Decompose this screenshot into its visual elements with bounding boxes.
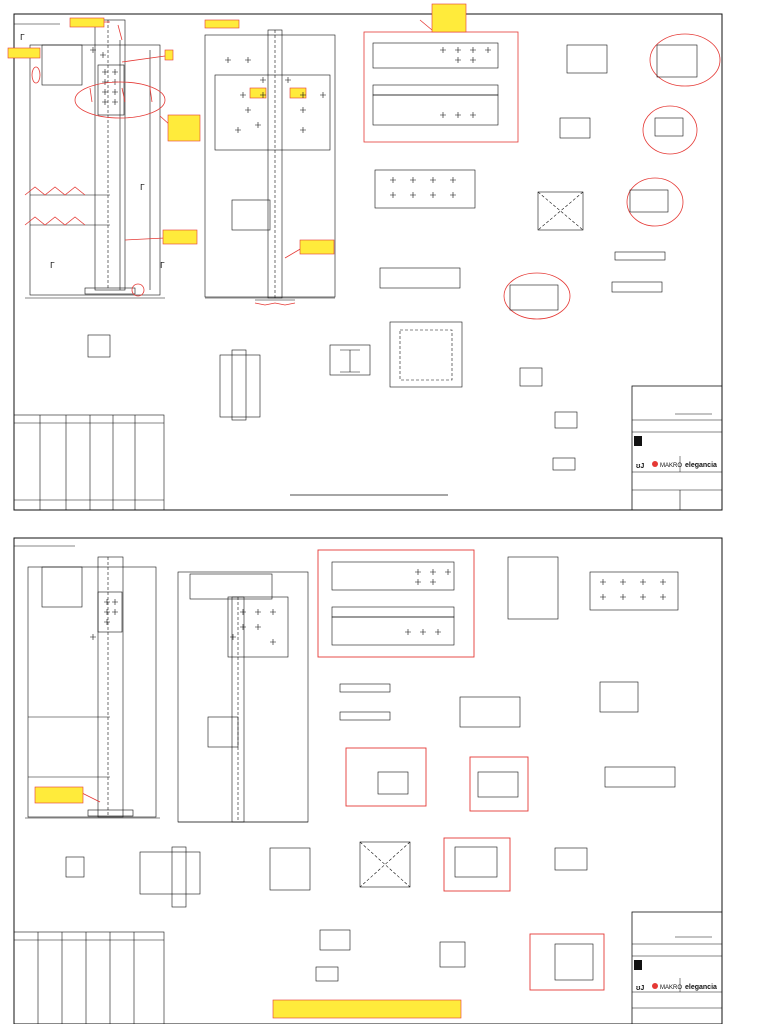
svg-text:Γ: Γ	[50, 261, 55, 270]
column-elevation	[25, 556, 160, 819]
highlight-tags	[34, 786, 462, 1019]
bolt-marks	[90, 599, 118, 640]
plate-details	[65, 556, 679, 982]
svg-text:Γ: Γ	[160, 261, 165, 270]
plate-details	[87, 42, 698, 471]
notes-table	[13, 414, 165, 511]
title-block: ʊJ MAKRO elegancia	[631, 911, 723, 1024]
bolt-marks	[90, 47, 118, 105]
column-elevation-2	[177, 571, 309, 823]
column-elevation: Γ Γ Γ Γ	[14, 19, 165, 299]
svg-text:Γ: Γ	[20, 33, 25, 42]
partner-logo: MAKRO	[660, 463, 682, 469]
sheet-2-drawing: ʊJ MAKRO elegancia	[13, 537, 723, 1024]
svg-text:ʊJ: ʊJ	[636, 463, 644, 470]
bolt-marks-2	[225, 57, 326, 133]
svg-text:Γ: Γ	[140, 183, 145, 192]
column-elevation-2	[204, 29, 336, 301]
sheet-border	[13, 13, 723, 511]
brand-logo: elegancia	[685, 462, 717, 469]
notes-table	[13, 931, 165, 1024]
highlight-tags	[7, 3, 467, 255]
partner-logo: MAKRO	[660, 985, 682, 991]
title-block: ʊJ MAKRO elegancia	[631, 385, 723, 511]
sheet-1-drawing: Γ Γ Γ Γ	[7, 3, 723, 511]
drawing-sheet-1: Γ Γ Γ Γ	[7, 3, 723, 511]
brand-logo: elegancia	[685, 984, 717, 991]
drawing-sheet-2: ʊJ MAKRO elegancia	[0, 512, 768, 1024]
sheet-border	[13, 537, 723, 1024]
red-markups	[79, 549, 605, 991]
bolt-marks-2	[230, 609, 276, 645]
svg-text:ʊJ: ʊJ	[636, 985, 644, 992]
